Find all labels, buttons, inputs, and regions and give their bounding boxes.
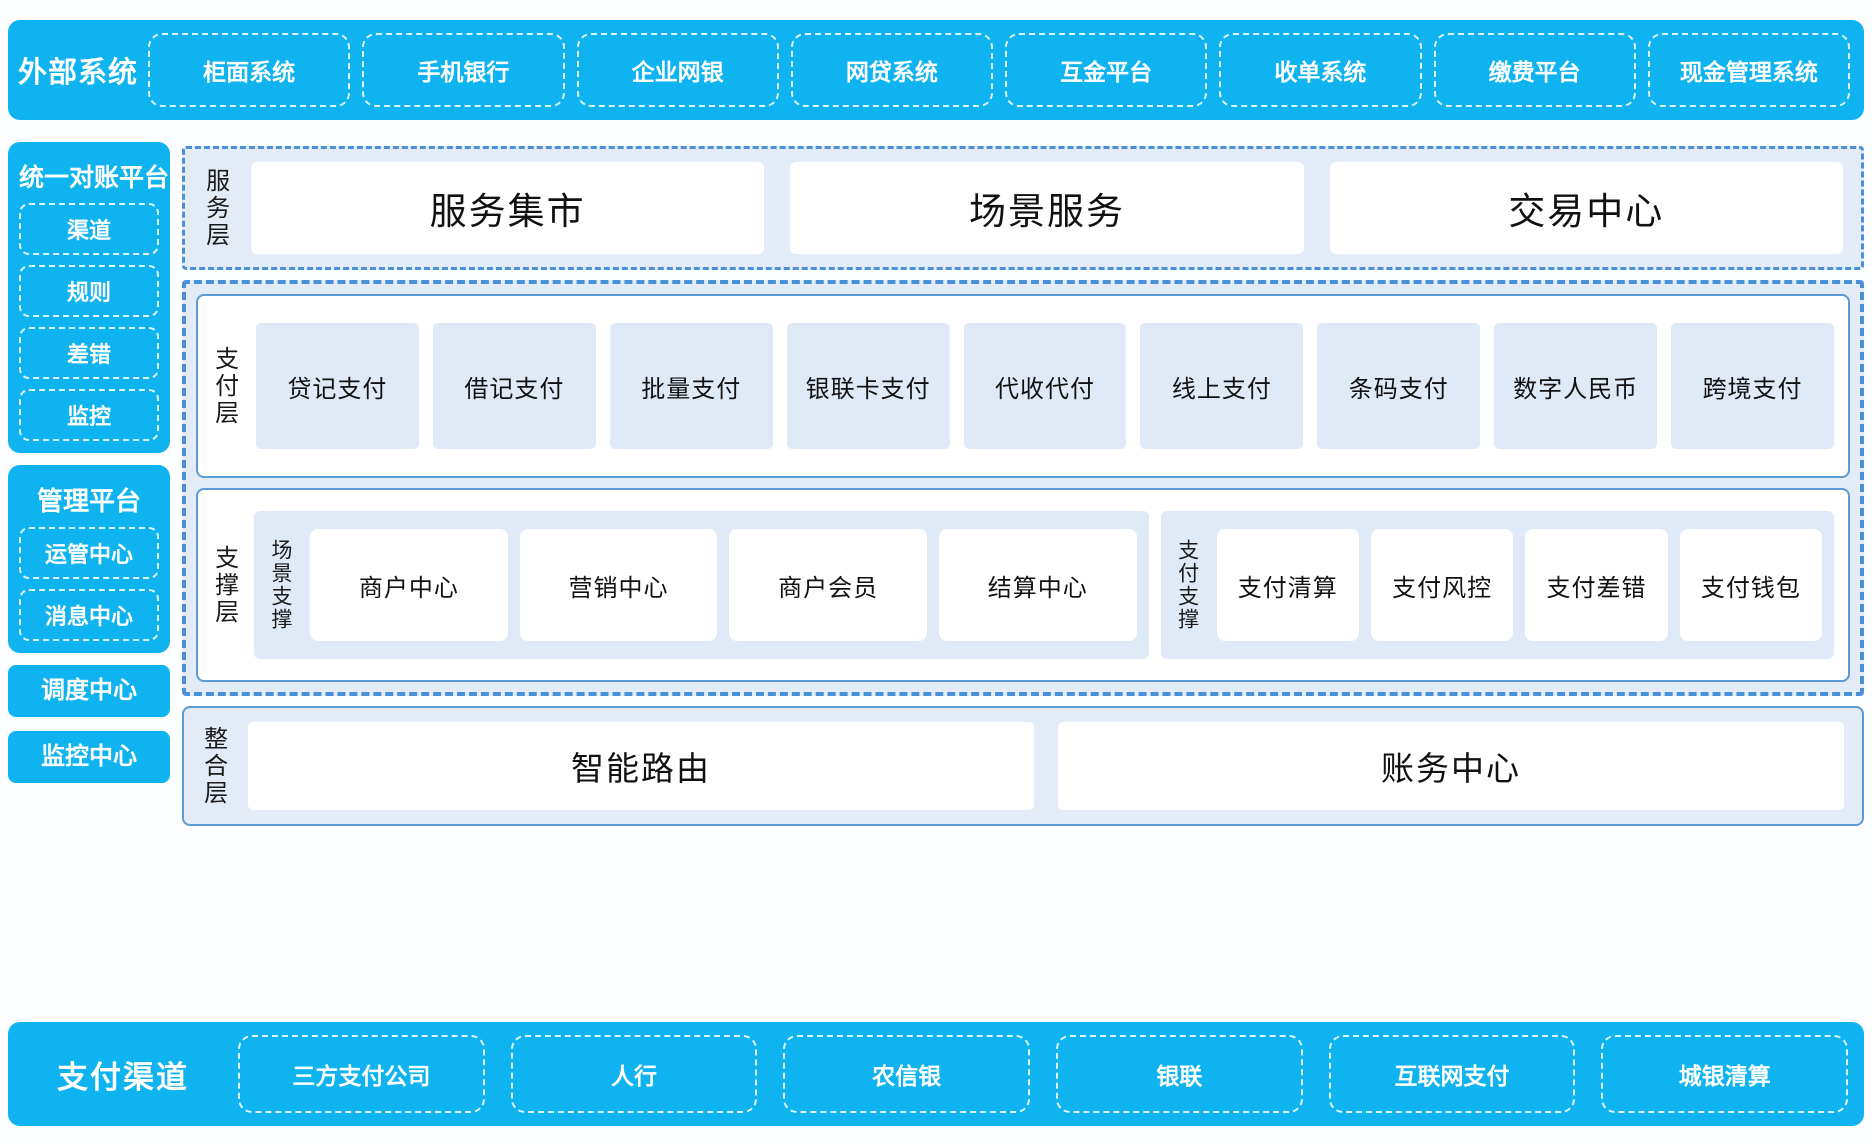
scheduler-center-card[interactable]: 调度中心 — [8, 665, 170, 717]
payment-card-credit[interactable]: 贷记支付 — [256, 323, 419, 449]
payment-channel-item[interactable]: 银联 — [1056, 1035, 1303, 1113]
integration-layer-label: 整合层 — [199, 725, 227, 807]
support-group-scenario: 场景支撑 商户中心 营销中心 商户会员 结算中心 — [254, 511, 1149, 659]
integration-card-smart-routing[interactable]: 智能路由 — [248, 722, 1034, 810]
external-system-item[interactable]: 网贷系统 — [790, 33, 993, 107]
payment-card-debit[interactable]: 借记支付 — [432, 323, 596, 449]
payment-channel-item[interactable]: 三方支付公司 — [238, 1035, 485, 1113]
left-rail: 统一对账平台 渠道 规则 差错 监控 管理平台 运管中心 消息中心 调度中心 监… — [8, 142, 170, 797]
service-layer: 服务层 服务集市 场景服务 交易中心 — [182, 146, 1864, 270]
payment-layer: 支付层 贷记支付 借记支付 批量支付 银联卡支付 代收代付 线上支付 条码支付 … — [196, 294, 1850, 478]
external-systems-title: 外部系统 — [17, 57, 138, 89]
payment-channels-list: 三方支付公司 人行 农信银 银联 互联网支付 城银清算 — [238, 1035, 1849, 1113]
support-group-scenario-cards: 商户中心 营销中心 商户会员 结算中心 — [310, 529, 1137, 641]
integration-card-accounting-center[interactable]: 账务中心 — [1058, 722, 1844, 810]
support-card-payment-clearing[interactable]: 支付清算 — [1216, 529, 1359, 641]
external-system-item[interactable]: 企业网银 — [576, 33, 779, 107]
integration-layer: 整合层 智能路由 账务中心 — [182, 706, 1864, 826]
recon-platform-item-rule[interactable]: 规则 — [19, 265, 159, 317]
external-systems-band: 外部系统 柜面系统 手机银行 企业网银 网贷系统 互金平台 收单系统 缴费平台 … — [8, 20, 1864, 120]
integration-layer-cards: 智能路由 账务中心 — [248, 722, 1844, 810]
payment-channel-item[interactable]: 城银清算 — [1601, 1035, 1849, 1113]
payment-card-unionpay[interactable]: 银联卡支付 — [786, 323, 950, 449]
payment-card-crossborder[interactable]: 跨境支付 — [1671, 323, 1835, 449]
recon-platform-card: 统一对账平台 渠道 规则 差错 监控 — [8, 142, 170, 453]
support-card-payment-risk[interactable]: 支付风控 — [1370, 529, 1514, 641]
support-group-payment-cards: 支付清算 支付风控 支付差错 支付钱包 — [1216, 529, 1823, 641]
payment-layer-label: 支付层 — [210, 345, 238, 427]
support-card-marketing-center[interactable]: 营销中心 — [519, 529, 718, 641]
recon-platform-item-error[interactable]: 差错 — [19, 327, 159, 379]
payment-channels-band: 支付渠道 三方支付公司 人行 农信银 银联 互联网支付 城银清算 — [8, 1022, 1864, 1126]
support-card-settlement-center[interactable]: 结算中心 — [938, 529, 1137, 641]
payment-card-digital-rmb[interactable]: 数字人民币 — [1494, 323, 1658, 449]
external-system-item[interactable]: 现金管理系统 — [1647, 33, 1850, 107]
core-platform-container: 支付层 贷记支付 借记支付 批量支付 银联卡支付 代收代付 线上支付 条码支付 … — [182, 280, 1864, 696]
recon-platform-title: 统一对账平台 — [19, 164, 170, 192]
service-layer-cards: 服务集市 场景服务 交易中心 — [251, 162, 1843, 254]
manage-platform-card: 管理平台 运管中心 消息中心 — [8, 465, 170, 653]
service-card-scenario[interactable]: 场景服务 — [790, 162, 1304, 254]
external-system-item[interactable]: 收单系统 — [1219, 33, 1422, 107]
support-layer-label: 支撑层 — [210, 544, 238, 626]
payment-channel-item[interactable]: 人行 — [510, 1035, 758, 1113]
support-group-scenario-label: 场景支撑 — [269, 539, 293, 631]
service-card-transaction[interactable]: 交易中心 — [1329, 162, 1843, 254]
external-systems-list: 柜面系统 手机银行 企业网银 网贷系统 互金平台 收单系统 缴费平台 现金管理系… — [148, 33, 1850, 107]
recon-platform-item-monitor[interactable]: 监控 — [19, 389, 159, 441]
support-layer: 支撑层 场景支撑 商户中心 营销中心 商户会员 结算中心 支付支撑 支付清算 — [196, 488, 1850, 682]
support-group-payment-label: 支付支撑 — [1175, 539, 1199, 631]
payment-channel-item[interactable]: 互联网支付 — [1328, 1035, 1576, 1113]
support-card-payment-wallet[interactable]: 支付钱包 — [1679, 529, 1823, 641]
support-card-merchant-center[interactable]: 商户中心 — [310, 529, 508, 641]
support-layer-groups: 场景支撑 商户中心 营销中心 商户会员 结算中心 支付支撑 支付清算 支付风控 … — [254, 511, 1834, 659]
manage-platform-item-ops[interactable]: 运管中心 — [19, 527, 159, 579]
support-card-payment-error[interactable]: 支付差错 — [1525, 529, 1668, 641]
service-layer-label: 服务层 — [201, 167, 229, 249]
service-card-market[interactable]: 服务集市 — [251, 162, 765, 254]
support-group-payment: 支付支撑 支付清算 支付风控 支付差错 支付钱包 — [1160, 511, 1834, 659]
manage-platform-title: 管理平台 — [36, 486, 141, 516]
payment-card-barcode[interactable]: 条码支付 — [1317, 323, 1481, 449]
payment-channel-item[interactable]: 农信银 — [783, 1035, 1031, 1113]
payment-card-collection[interactable]: 代收代付 — [963, 323, 1127, 449]
support-card-merchant-member[interactable]: 商户会员 — [729, 529, 927, 641]
payment-channels-title: 支付渠道 — [57, 1059, 189, 1095]
external-system-item[interactable]: 缴费平台 — [1433, 33, 1636, 107]
monitor-center-card[interactable]: 监控中心 — [8, 731, 170, 783]
recon-platform-item-channel[interactable]: 渠道 — [19, 203, 159, 255]
external-system-item[interactable]: 互金平台 — [1005, 33, 1208, 107]
payment-card-online[interactable]: 线上支付 — [1140, 323, 1304, 449]
payment-layer-cards: 贷记支付 借记支付 批量支付 银联卡支付 代收代付 线上支付 条码支付 数字人民… — [256, 323, 1835, 449]
external-system-item[interactable]: 柜面系统 — [148, 33, 351, 107]
payment-card-batch[interactable]: 批量支付 — [609, 323, 773, 449]
external-system-item[interactable]: 手机银行 — [362, 33, 565, 107]
manage-platform-item-message[interactable]: 消息中心 — [19, 589, 159, 641]
